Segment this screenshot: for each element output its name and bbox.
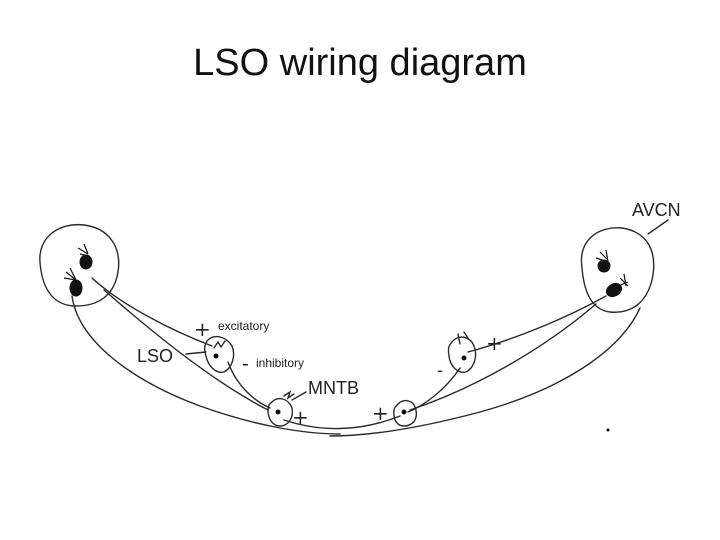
right-lso-synapse (457, 331, 469, 345)
left-mntb-cell (267, 397, 294, 427)
right-lso-plus-sign: + (486, 331, 503, 355)
mntb-label: MNTB (308, 378, 359, 398)
left-dendrite-2 (63, 267, 77, 281)
right-lso-cell (447, 336, 477, 373)
left-fiber-to-mntb (103, 289, 269, 411)
mntb-pointer (291, 391, 307, 401)
left-lso-synapse (213, 340, 226, 349)
lso-pointer (185, 351, 207, 355)
right-avcn-neuron-1 (597, 259, 611, 273)
right-lso-minus-sign: - (437, 360, 443, 381)
right-mntb-plus-sign: + (372, 401, 389, 425)
left-mntb-plus-sign: + (292, 405, 309, 429)
right-fiber-outer (329, 307, 641, 437)
avcn-pointer (647, 219, 669, 235)
left-avcn-oval (39, 223, 120, 307)
excitatory-plus-sign: + (194, 317, 211, 341)
left-avcn-neuron-1 (79, 254, 93, 270)
left-lso-cell (203, 335, 235, 373)
stray-dot (606, 428, 610, 432)
left-dendrite-1 (77, 243, 89, 257)
right-avcn-oval (580, 227, 655, 313)
inhibitory-minus-sign: - (242, 351, 249, 375)
right-mntb-cell (393, 399, 418, 427)
right-fiber-to-lso (467, 295, 607, 353)
right-dendrite-1 (595, 249, 609, 263)
right-lso-soma (461, 355, 467, 361)
left-lso-soma (213, 353, 219, 359)
right-lso-output (407, 367, 461, 413)
left-avcn-neuron-2 (69, 279, 83, 297)
left-mntb-soma (275, 409, 281, 415)
lso-label: LSO (137, 346, 173, 366)
left-fiber-outer (71, 295, 341, 435)
slide-title: LSO wiring diagram (193, 42, 527, 84)
right-mntb-soma (401, 409, 407, 415)
mntb-synapse (283, 390, 295, 400)
inhibitory-label: inhibitory (256, 356, 304, 370)
right-avcn-neuron-2 (605, 282, 623, 298)
excitatory-label: excitatory (218, 319, 269, 333)
avcn-label: AVCN (632, 200, 681, 220)
crossing-fiber (283, 415, 401, 430)
right-dendrite-2 (617, 273, 629, 287)
right-fiber-to-mntb (409, 303, 597, 411)
left-fiber-to-lso (91, 277, 213, 347)
left-lso-output (227, 361, 271, 409)
